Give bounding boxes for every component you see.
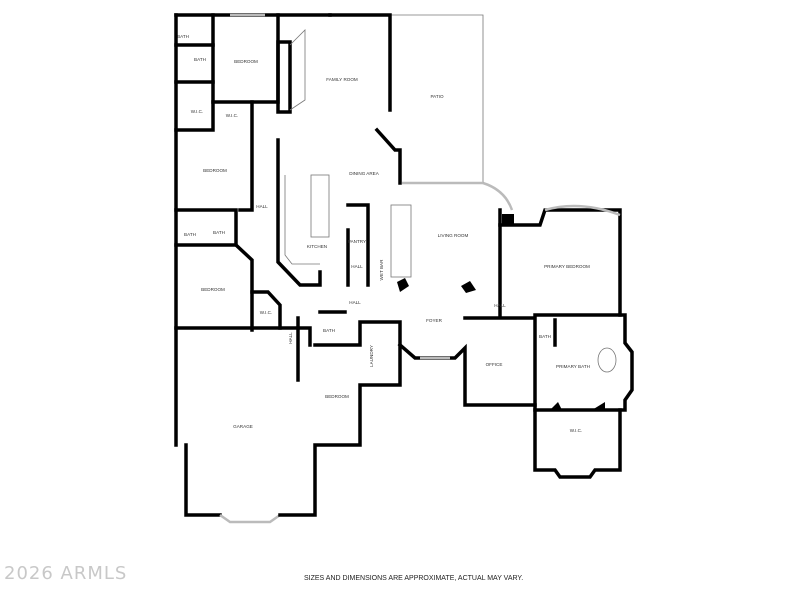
wall (328, 13, 392, 112)
room-label-dining-area: DINING AREA (349, 171, 380, 176)
room-label-bath: BATH (539, 334, 551, 339)
room-label-family-room: FAMILY ROOM (326, 77, 358, 82)
wall (238, 100, 254, 212)
room-label-hall: HALL (349, 300, 361, 305)
room-label-patio: PATIO (430, 94, 444, 99)
room-label-office: OFFICE (486, 362, 503, 367)
column (550, 402, 562, 410)
wall (498, 208, 622, 317)
room-label-hall: HALL (494, 303, 506, 308)
room-label-wic: W.I.C. (226, 113, 239, 118)
kitchen-island (310, 174, 330, 238)
wet-bar-counter (390, 204, 412, 278)
wall (278, 320, 402, 517)
window (544, 204, 621, 217)
wall (250, 290, 282, 330)
room-label-bedroom: BEDROOM (201, 287, 225, 292)
room-label-wet-bar: WET BAR (379, 259, 384, 281)
wall (174, 13, 215, 47)
fireplace-hearth (289, 29, 306, 111)
wall (533, 313, 634, 412)
wall (346, 203, 370, 287)
room-label-bedroom: BEDROOM (325, 394, 349, 399)
garage-bay-window (219, 513, 281, 524)
room-label-hall: HALL (351, 264, 363, 269)
room-label-bath: BATH (194, 57, 206, 62)
room-label-living-room: LIVING ROOM (438, 233, 469, 238)
room-label-bath: BATH (177, 34, 189, 39)
watermark: 2026 ARMLS (4, 563, 128, 584)
room-label-bath: BATH (213, 230, 225, 235)
column (502, 214, 514, 226)
wall (233, 242, 254, 332)
patio-outline (390, 14, 484, 183)
wall (184, 443, 222, 517)
wall (374, 127, 402, 185)
wall (397, 342, 537, 407)
room-label-wic: W.I.C. (191, 109, 204, 114)
room-label-primary-bedroom: PRIMARY BEDROOM (544, 264, 590, 269)
room-label-hall: HALL (256, 204, 268, 209)
room-label-garage: GARAGE (233, 424, 253, 429)
column (592, 402, 605, 410)
room-label-bath: BATH (184, 232, 196, 237)
fireplace-wall (276, 40, 292, 114)
room-label-bedroom: BEDROOM (234, 59, 258, 64)
room-label-bedroom: BEDROOM (203, 168, 227, 173)
column (397, 278, 409, 292)
wall (463, 316, 622, 479)
wall (174, 208, 238, 247)
counter (284, 175, 320, 265)
wall (174, 43, 215, 84)
room-label-pantry: PANTRY (348, 239, 366, 244)
wall (174, 326, 312, 347)
disclaimer: SIZES AND DIMENSIONS ARE APPROXIMATE, AC… (304, 575, 524, 582)
column (461, 281, 476, 293)
room-label-hall: HALL (288, 332, 293, 344)
bathtub (597, 347, 617, 373)
room-label-wic: W.I.C. (570, 428, 583, 433)
room-label-wic: W.I.C. (260, 310, 273, 315)
wall (174, 80, 215, 132)
room-label-foyer: FOYER (426, 318, 443, 323)
room-label-primary-bath: PRIMARY BATH (556, 364, 590, 369)
wall (276, 138, 322, 287)
room-label-bath: BATH (323, 328, 335, 333)
room-label-laundry: LAUNDRY (369, 345, 374, 367)
room-label-kitchen: KITCHEN (307, 244, 327, 249)
window (482, 181, 514, 211)
